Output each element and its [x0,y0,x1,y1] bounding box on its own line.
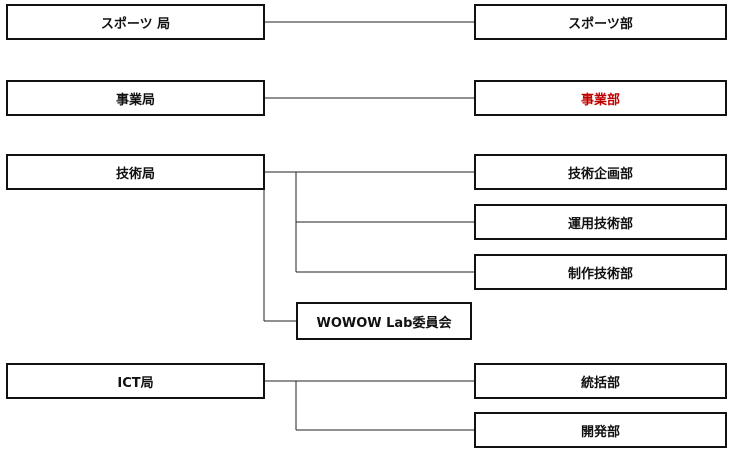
business-bureau-box: 事業局 [6,80,265,116]
ict-bureau-box: ICT局 [6,363,265,399]
development-dept-box: 開発部 [474,412,727,448]
integration-dept-box: 統括部 [474,363,727,399]
tech-planning-dept-box: 技術企画部 [474,154,727,190]
ops-tech-dept-box: 運用技術部 [474,204,727,240]
business-dept-box: 事業部 [474,80,727,116]
sports-dept-box: スポーツ部 [474,4,727,40]
wowow-lab-committee-box: WOWOW Lab委員会 [296,302,472,340]
tech-bureau-box: 技術局 [6,154,265,190]
sports-bureau-box: スポーツ 局 [6,4,265,40]
production-tech-dept-box: 制作技術部 [474,254,727,290]
